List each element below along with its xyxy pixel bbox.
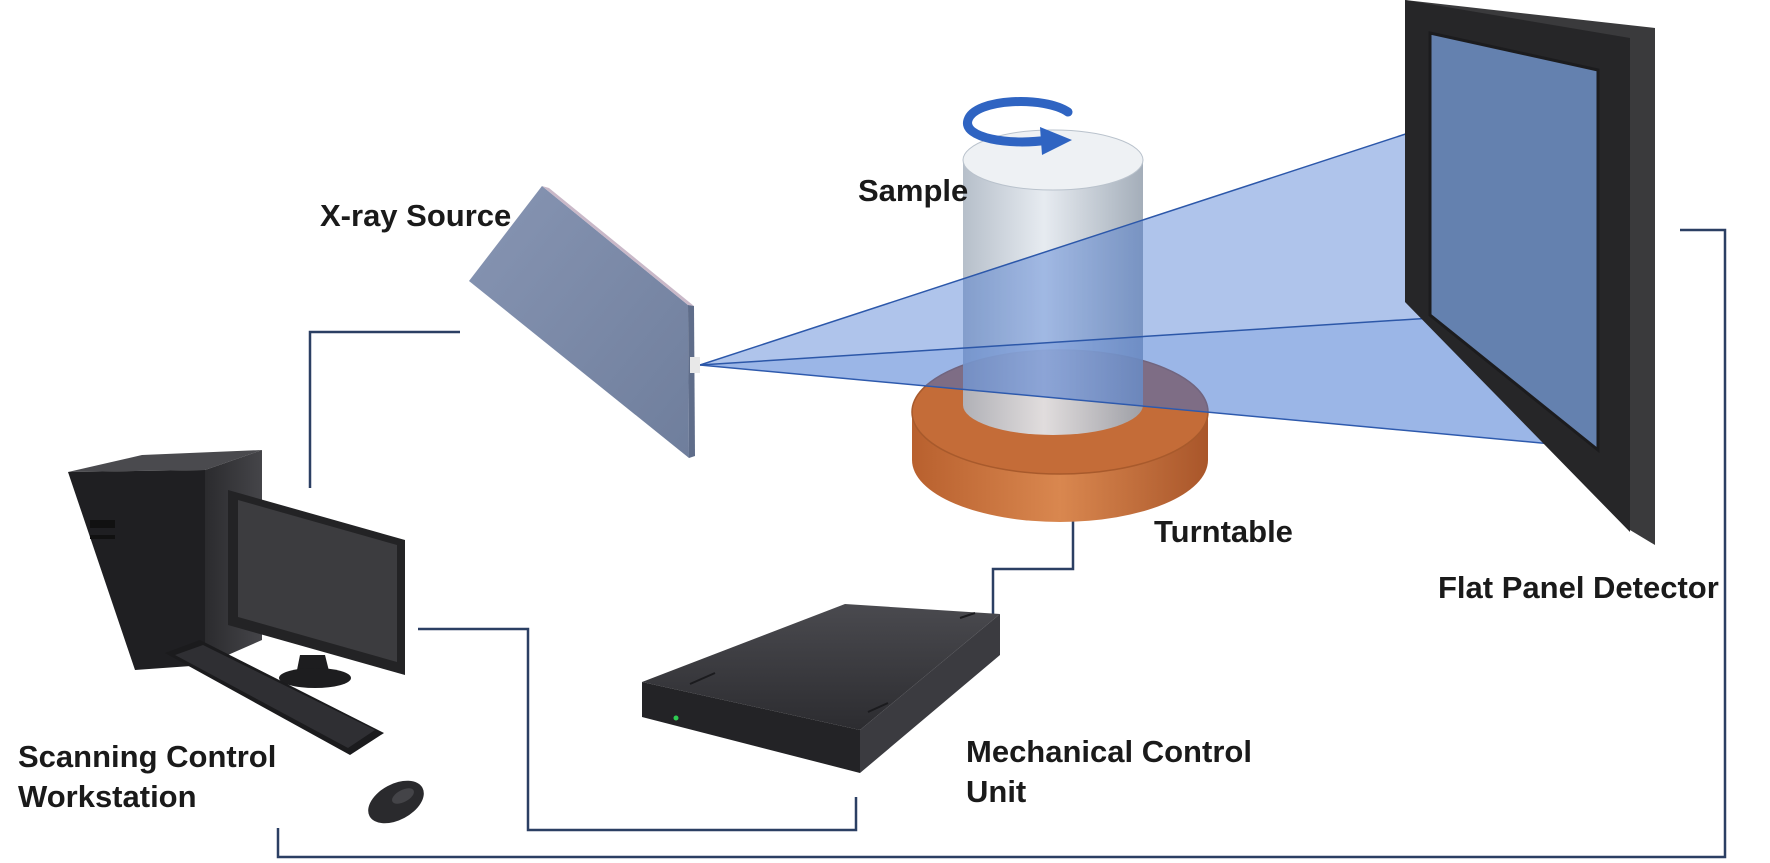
label-flat-panel-detector-text: Flat Panel Detector	[1438, 570, 1719, 605]
sample-cylinder	[962, 129, 1144, 435]
label-mcu-line1: Mechanical Control	[966, 734, 1252, 769]
label-xray-source-text: X-ray Source	[320, 198, 512, 233]
connector-lines	[276, 228, 1727, 859]
label-sample-text: Sample	[858, 173, 969, 208]
mechanical-control-unit	[642, 604, 1000, 773]
connector-workstation-to-source	[308, 330, 460, 488]
label-mechanical-control-unit: Mechanical Control Unit	[966, 732, 1252, 812]
xray-beam	[699, 70, 1596, 449]
label-xray-source: X-ray Source	[320, 196, 511, 236]
xray-source	[469, 186, 700, 458]
label-scanning-control-workstation: Scanning Control Workstation	[18, 737, 276, 817]
computer-monitor	[228, 490, 405, 688]
label-sample: Sample	[858, 171, 968, 211]
label-mcu-line2: Unit	[966, 774, 1027, 809]
status-led-icon	[673, 715, 679, 721]
label-turntable-text: Turntable	[1154, 514, 1293, 549]
computer-mouse	[368, 780, 424, 824]
label-turntable: Turntable	[1154, 512, 1293, 552]
connector-detector-to-workstation	[276, 228, 1727, 859]
flat-panel-detector	[1405, 0, 1655, 545]
label-workstation-line1: Scanning Control	[18, 739, 277, 774]
xray-source-nozzle	[690, 357, 700, 373]
connector-workstation-to-mcu	[418, 627, 858, 832]
connector-turntable-to-mcu	[991, 518, 1075, 614]
label-flat-panel-detector: Flat Panel Detector	[1438, 568, 1719, 608]
label-workstation-line2: Workstation	[18, 779, 197, 814]
rotation-arrow-icon	[963, 97, 1073, 155]
keyboard	[165, 640, 384, 755]
